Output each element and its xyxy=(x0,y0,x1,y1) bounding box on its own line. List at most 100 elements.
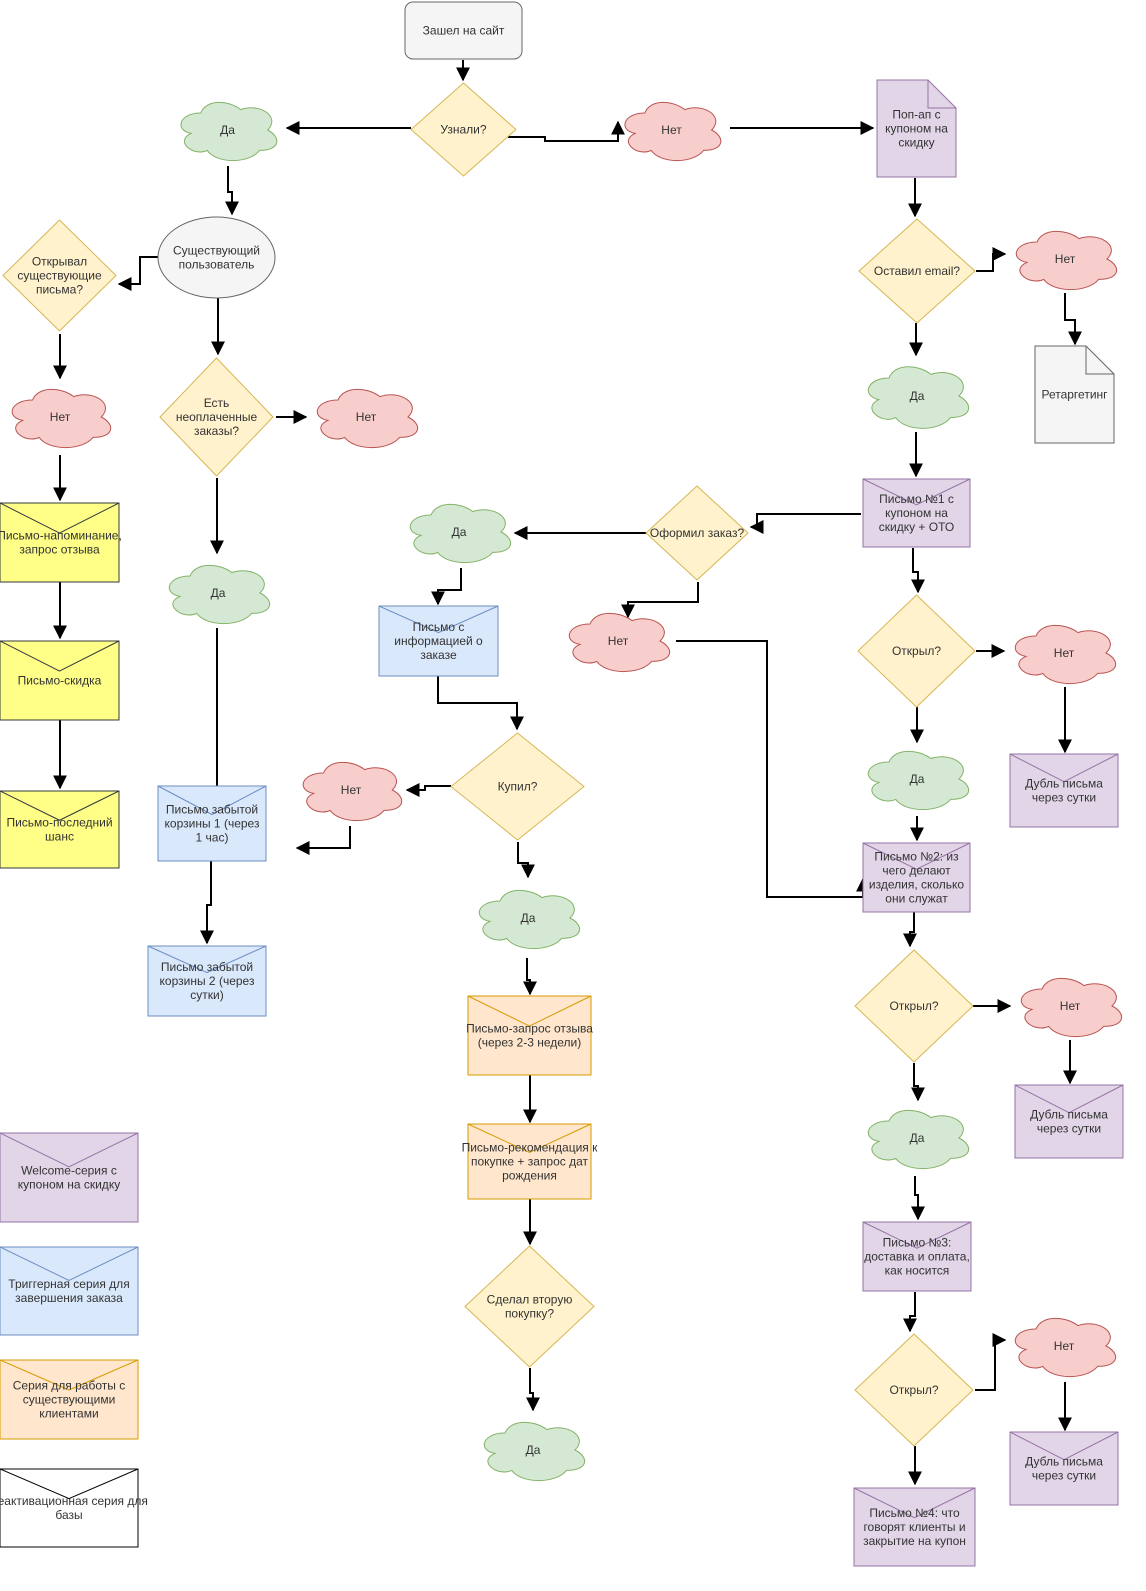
cart1-mail-label: корзины 1 (через xyxy=(165,817,260,831)
yes-bought-cloud xyxy=(478,889,580,949)
popup-doc-label: Поп-ап с xyxy=(892,108,940,122)
edge-yes2-letter3 xyxy=(911,1176,925,1221)
dup3-mail-label: Дубль письма xyxy=(1025,1455,1103,1469)
legend-existing-label: существующими xyxy=(23,1393,116,1407)
decision-unpaid xyxy=(159,357,274,477)
no-open2-cloud-label: Нет xyxy=(1060,999,1081,1013)
order-info-mail xyxy=(378,605,499,677)
cart2-mail xyxy=(147,945,267,1017)
legend-reactivation xyxy=(0,1468,139,1548)
decision-email-label: Оставил email? xyxy=(874,264,960,278)
discount-mail-label: Письмо-скидка xyxy=(18,674,102,688)
edge-cart1-cart2 xyxy=(200,861,214,945)
decision-open1 xyxy=(857,594,976,708)
dup2-mail-label: Дубль письма xyxy=(1030,1108,1108,1122)
no-unpaid-cloud-label: Нет xyxy=(356,410,377,424)
review-mail-label: (через 2-3 недели) xyxy=(478,1036,582,1050)
review-mail xyxy=(467,995,592,1076)
edge-open3-no xyxy=(975,1333,1007,1391)
no-order-cloud-label: Нет xyxy=(608,634,629,648)
decision-open1-label: Открыл? xyxy=(892,644,941,658)
edge-letter1-open1 xyxy=(911,548,925,594)
legend-welcome xyxy=(0,1132,139,1223)
edge-email-no xyxy=(976,247,1007,272)
existing-user-ellipse-label: Существующий xyxy=(173,244,260,258)
yes-email-cloud-label: Да xyxy=(910,389,925,403)
letter1-mail-label: скидку + ОТО xyxy=(879,520,954,534)
existing-user-ellipse-label: пользователь xyxy=(179,258,255,272)
order-info-mail-label: информацией о xyxy=(394,634,483,648)
existing-user-ellipse xyxy=(157,216,276,299)
edge-letter3-open3 xyxy=(903,1292,917,1333)
dup3-mail xyxy=(1009,1431,1119,1506)
reminder-mail-label: Письмо-напоминание, xyxy=(0,529,122,543)
yes-email-cloud xyxy=(867,366,969,429)
letter4-mail-label: закрытие на купон xyxy=(863,1534,966,1548)
letter3-mail xyxy=(862,1221,972,1292)
no-opened-cloud-label: Нет xyxy=(50,410,71,424)
start-node xyxy=(404,1,523,60)
yes-open1-cloud xyxy=(867,750,969,810)
recommend-mail-label: рождения xyxy=(502,1169,557,1183)
letter1-mail xyxy=(862,478,971,548)
dup1-mail-label: Дубль письма xyxy=(1025,777,1103,791)
decision-second-label: покупку? xyxy=(505,1307,554,1321)
yes-unpaid-cloud-label: Да xyxy=(211,586,226,600)
legend-trigger-label: Триггерная серия для xyxy=(8,1277,129,1291)
retarget-doc-label: Ретаргетинг xyxy=(1041,388,1108,402)
edge-letter2-open2 xyxy=(903,912,917,948)
letter2-mail-label: Письмо №2: из xyxy=(874,850,959,864)
no-unpaid-cloud xyxy=(316,388,418,448)
yes-know-cloud xyxy=(180,101,278,161)
edge-yesbought-review xyxy=(523,958,537,996)
shape-layer xyxy=(0,1,1124,1567)
edge-order-no xyxy=(621,582,699,619)
order-info-mail-label: заказе xyxy=(420,648,457,662)
start-node-label: Зашел на сайт xyxy=(423,24,505,38)
recommend-mail-label: покупке + запрос дат xyxy=(471,1155,589,1169)
retarget-doc xyxy=(1034,345,1115,444)
cart2-mail-label: сутки) xyxy=(190,988,223,1002)
letter1-mail-label: купоном на xyxy=(885,506,948,520)
no-open3-cloud-label: Нет xyxy=(1054,1339,1075,1353)
cart2-mail-label: Письмо забытой xyxy=(161,960,253,974)
cart1-mail xyxy=(157,785,267,862)
decision-order xyxy=(645,485,749,581)
cart1-mail-label: Письмо забытой xyxy=(166,803,258,817)
yes-open1-cloud-label: Да xyxy=(910,772,925,786)
dup1-mail xyxy=(1009,753,1119,828)
popup-doc-label: скидку xyxy=(898,136,934,150)
no-email-cloud xyxy=(1015,230,1117,290)
letter2-mail-label: изделия, сколько xyxy=(869,878,965,892)
edge-yes-existing xyxy=(225,166,239,216)
letter1-mail-label: Письмо №1 с xyxy=(879,492,954,506)
edge-existing-opened xyxy=(117,256,158,291)
decision-bought xyxy=(450,732,585,841)
decision-know xyxy=(410,82,517,177)
no-open2-cloud xyxy=(1020,977,1122,1037)
yes-second-cloud xyxy=(483,1421,585,1481)
cart2-mail-label: корзины 2 (через xyxy=(160,974,255,988)
letter3-mail-label: доставка и оплата, xyxy=(864,1250,970,1264)
decision-email xyxy=(858,218,976,324)
decision-opened-letters xyxy=(2,219,117,332)
no-order-cloud xyxy=(568,612,670,672)
order-info-mail-label: Письмо с xyxy=(413,620,465,634)
letter3-mail-label: Письмо №3: xyxy=(883,1236,952,1250)
legend-trigger-label: завершения заказа xyxy=(15,1291,123,1305)
legend-reactivation-label: базы xyxy=(55,1508,82,1522)
legend-reactivation-label: Реактивационная серия для xyxy=(0,1494,148,1508)
decision-open2 xyxy=(854,949,974,1063)
decision-unpaid-label: неоплаченные xyxy=(176,410,258,424)
decision-opened-letters-label: существующие xyxy=(17,269,102,283)
decision-opened-letters-label: письма? xyxy=(36,283,83,297)
decision-second xyxy=(464,1245,595,1368)
decision-know-label: Узнали? xyxy=(440,123,486,137)
decision-opened-letters-label: Открывал xyxy=(32,255,87,269)
no-know-cloud xyxy=(624,101,722,161)
edge-letter1-order xyxy=(749,513,861,534)
letter3-mail-label: как носится xyxy=(885,1264,950,1278)
no-open3-cloud xyxy=(1014,1317,1116,1377)
